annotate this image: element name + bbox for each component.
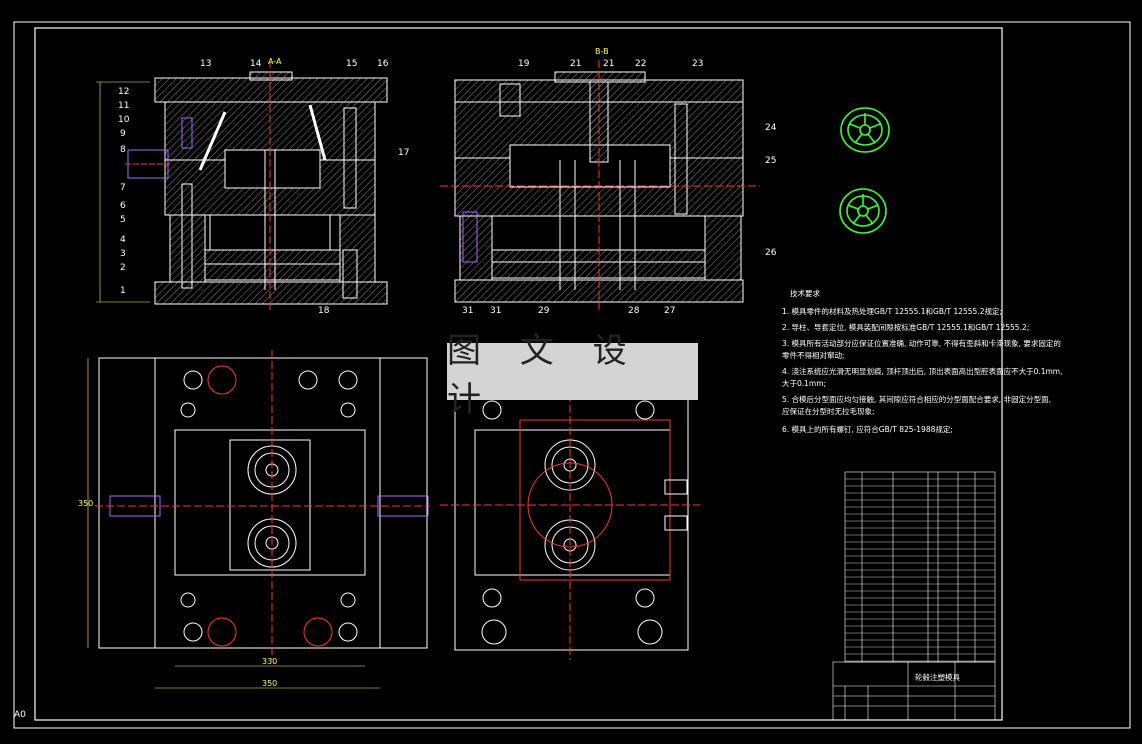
left-part-labels: 12 11 10 9 8 7 6 5 4 3 2 1 13 14 15 16 1… — [118, 59, 409, 316]
part-label: 31 — [490, 306, 501, 316]
inner-border — [34, 27, 1003, 721]
note-line: 3. 模具所有活动部分应保证位置准确, 动作可靠, 不得有歪斜和卡滞现象, 要求… — [782, 338, 1061, 348]
section-view-a — [96, 60, 388, 310]
part-label: 22 — [635, 59, 646, 69]
part-label: 28 — [628, 306, 640, 316]
part-label: 29 — [538, 306, 550, 316]
plan-view-left — [87, 350, 430, 689]
title-block — [832, 661, 996, 721]
dimension-bottom-inner: 330 — [262, 657, 277, 666]
note-line: 应保证在分型时无拉毛现象; — [782, 406, 875, 416]
part-label: 7 — [120, 183, 126, 193]
part-label: 27 — [664, 306, 675, 316]
note-line: 4. 浇注系统应光滑无明显划痕, 顶杆顶出后, 顶出表面高出型腔表面应不大于0.… — [782, 366, 1063, 376]
part-label: 14 — [250, 59, 262, 69]
part-label: 3 — [120, 249, 126, 259]
watermark-text: 图 文 设 计 — [447, 330, 641, 420]
part-label: 18 — [318, 306, 330, 316]
wheel-render-2 — [839, 188, 887, 234]
part-label: 6 — [120, 201, 126, 211]
section-view-b — [440, 60, 760, 310]
part-label: 21 — [603, 59, 614, 69]
part-label: 1 — [120, 286, 126, 296]
section-b-title: B-B — [595, 47, 609, 56]
parts-list-table — [844, 471, 996, 663]
note-line: 6. 模具上的所有螺钉, 应符合GB/T 825-1988规定; — [782, 424, 953, 434]
note-line: 5. 合模后分型面应均匀接触, 其间隙应符合相应的分型面配合要求, 非固定分型面… — [782, 394, 1051, 404]
parts-list-rows — [845, 478, 995, 662]
outer-border — [13, 21, 1131, 729]
part-label: 8 — [120, 145, 126, 155]
part-label: 9 — [120, 129, 126, 139]
dimension-bottom-outer: 350 — [262, 679, 277, 688]
wheel-render-1 — [840, 107, 890, 153]
part-label: 17 — [398, 148, 409, 158]
part-label: 11 — [118, 101, 129, 111]
title-block-name: 轮毂注塑模具 — [915, 672, 960, 682]
section-a-title: A-A — [268, 57, 282, 66]
part-label: 15 — [346, 59, 357, 69]
right-part-labels: 19 21 21 22 23 24 25 26 31 31 29 28 27 — [462, 59, 777, 316]
part-label: 21 — [570, 59, 581, 69]
notes-title: 技术要求 — [790, 288, 820, 298]
part-label: 10 — [118, 115, 130, 125]
part-label: 4 — [120, 235, 126, 245]
part-label: 5 — [120, 215, 126, 225]
part-label: 25 — [765, 156, 776, 166]
part-label: 23 — [692, 59, 703, 69]
part-label: 31 — [462, 306, 473, 316]
note-line: 零件不得相对窜动; — [782, 350, 845, 360]
corner-mark: A0 — [14, 710, 26, 720]
watermark-banner: 图 文 设 计 — [447, 331, 698, 420]
part-label: 24 — [765, 123, 777, 133]
dimension-left: 350 — [78, 499, 93, 508]
part-label: 26 — [765, 248, 777, 258]
part-label: 19 — [518, 59, 530, 69]
part-label: 12 — [118, 87, 129, 97]
technical-notes: 技术要求 1. 模具零件的材料及热处理GB/T 12555.1和GB/T 125… — [782, 288, 1063, 434]
part-label: 16 — [377, 59, 389, 69]
note-line: 1. 模具零件的材料及热处理GB/T 12555.1和GB/T 12555.2规… — [782, 306, 1002, 316]
part-label: 2 — [120, 263, 126, 273]
part-label: 13 — [200, 59, 211, 69]
note-line: 大于0.1mm; — [782, 378, 826, 388]
note-line: 2. 导柱、导套定位, 模具装配间隙按标准GB/T 12555.1和GB/T 1… — [782, 322, 1029, 332]
